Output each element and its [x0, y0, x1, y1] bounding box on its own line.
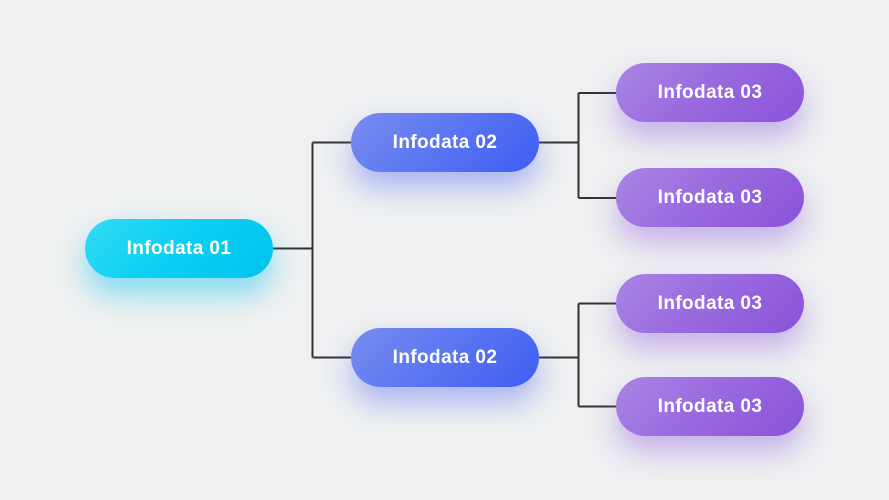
node-infodata-03-3: Infodata 03	[616, 274, 804, 333]
node-label: Infodata 02	[392, 131, 498, 153]
node-infodata-01: Infodata 01	[85, 219, 273, 278]
node-infodata-03-4: Infodata 03	[616, 377, 804, 436]
node-infodata-03-2: Infodata 03	[616, 168, 804, 227]
node-infodata-02-bottom: Infodata 02	[351, 328, 539, 387]
node-label: Infodata 03	[657, 292, 763, 314]
node-label: Infodata 02	[392, 346, 498, 368]
node-label: Infodata 03	[657, 81, 763, 103]
node-infodata-02-top: Infodata 02	[351, 113, 539, 172]
node-label: Infodata 03	[657, 395, 763, 417]
node-label: Infodata 01	[126, 237, 232, 259]
node-infodata-03-1: Infodata 03	[616, 63, 804, 122]
node-label: Infodata 03	[657, 186, 763, 208]
